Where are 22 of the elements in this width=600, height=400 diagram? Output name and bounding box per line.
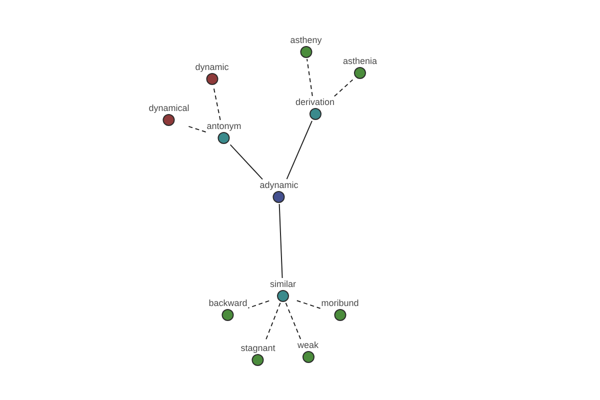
connector-line bbox=[278, 204, 283, 278]
connector-line bbox=[230, 144, 263, 180]
node-label: dynamic bbox=[195, 62, 229, 72]
connector-line bbox=[296, 300, 321, 309]
connector-line bbox=[188, 126, 206, 132]
connector-line bbox=[285, 302, 302, 340]
connector-line bbox=[306, 58, 313, 96]
node-label: dynamical bbox=[148, 103, 190, 113]
node-label: backward bbox=[208, 298, 248, 308]
node-label: derivation bbox=[295, 97, 335, 107]
node-label: moribund bbox=[321, 298, 359, 308]
node-label: weak bbox=[298, 340, 318, 350]
node-label: stagnant bbox=[240, 343, 276, 353]
node-label: antonym bbox=[206, 121, 242, 131]
node-label: similar bbox=[270, 279, 296, 289]
node-label: adynamic bbox=[260, 180, 298, 190]
connector-line bbox=[248, 300, 270, 308]
connector-line bbox=[334, 79, 354, 97]
node-label: asthenia bbox=[342, 56, 378, 66]
connector-line bbox=[212, 86, 221, 120]
node-label: astheny bbox=[290, 35, 322, 45]
connector-line bbox=[286, 120, 312, 180]
